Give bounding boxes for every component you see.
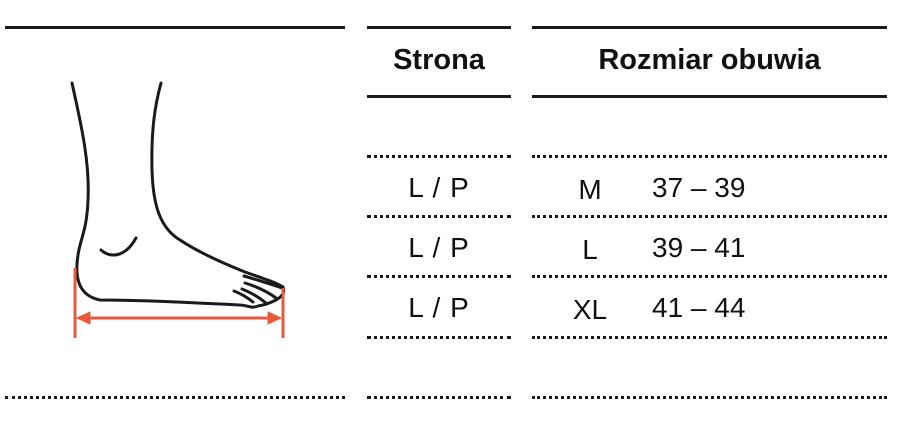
row-range: 41 – 44 <box>652 292 746 323</box>
length-measure-icon <box>73 268 285 338</box>
row-range: 39 – 41 <box>652 232 746 263</box>
divider <box>367 275 511 278</box>
header-shoe-size: Rozmiar obuwia <box>598 44 821 76</box>
header-rule-size <box>532 95 887 98</box>
row-size: M <box>578 174 602 205</box>
row-size: L <box>582 234 598 265</box>
header-side: Strona <box>393 44 485 76</box>
row-size: XL <box>572 294 608 325</box>
divider <box>367 396 511 399</box>
divider <box>367 336 511 339</box>
divider <box>532 215 887 218</box>
foot-illustration <box>70 81 286 338</box>
row-side: L / P <box>408 292 470 323</box>
row-side: L / P <box>408 172 470 203</box>
divider <box>532 275 887 278</box>
top-rule-left <box>5 26 345 29</box>
divider <box>532 396 887 399</box>
divider <box>532 155 887 158</box>
row-side: L / P <box>408 232 470 263</box>
divider <box>367 215 511 218</box>
top-rule-side <box>367 26 511 29</box>
divider <box>532 336 887 339</box>
top-rule-size <box>532 26 887 29</box>
divider <box>367 155 511 158</box>
divider <box>5 396 345 399</box>
header-rule-side <box>367 95 511 98</box>
row-range: 37 – 39 <box>652 172 746 203</box>
